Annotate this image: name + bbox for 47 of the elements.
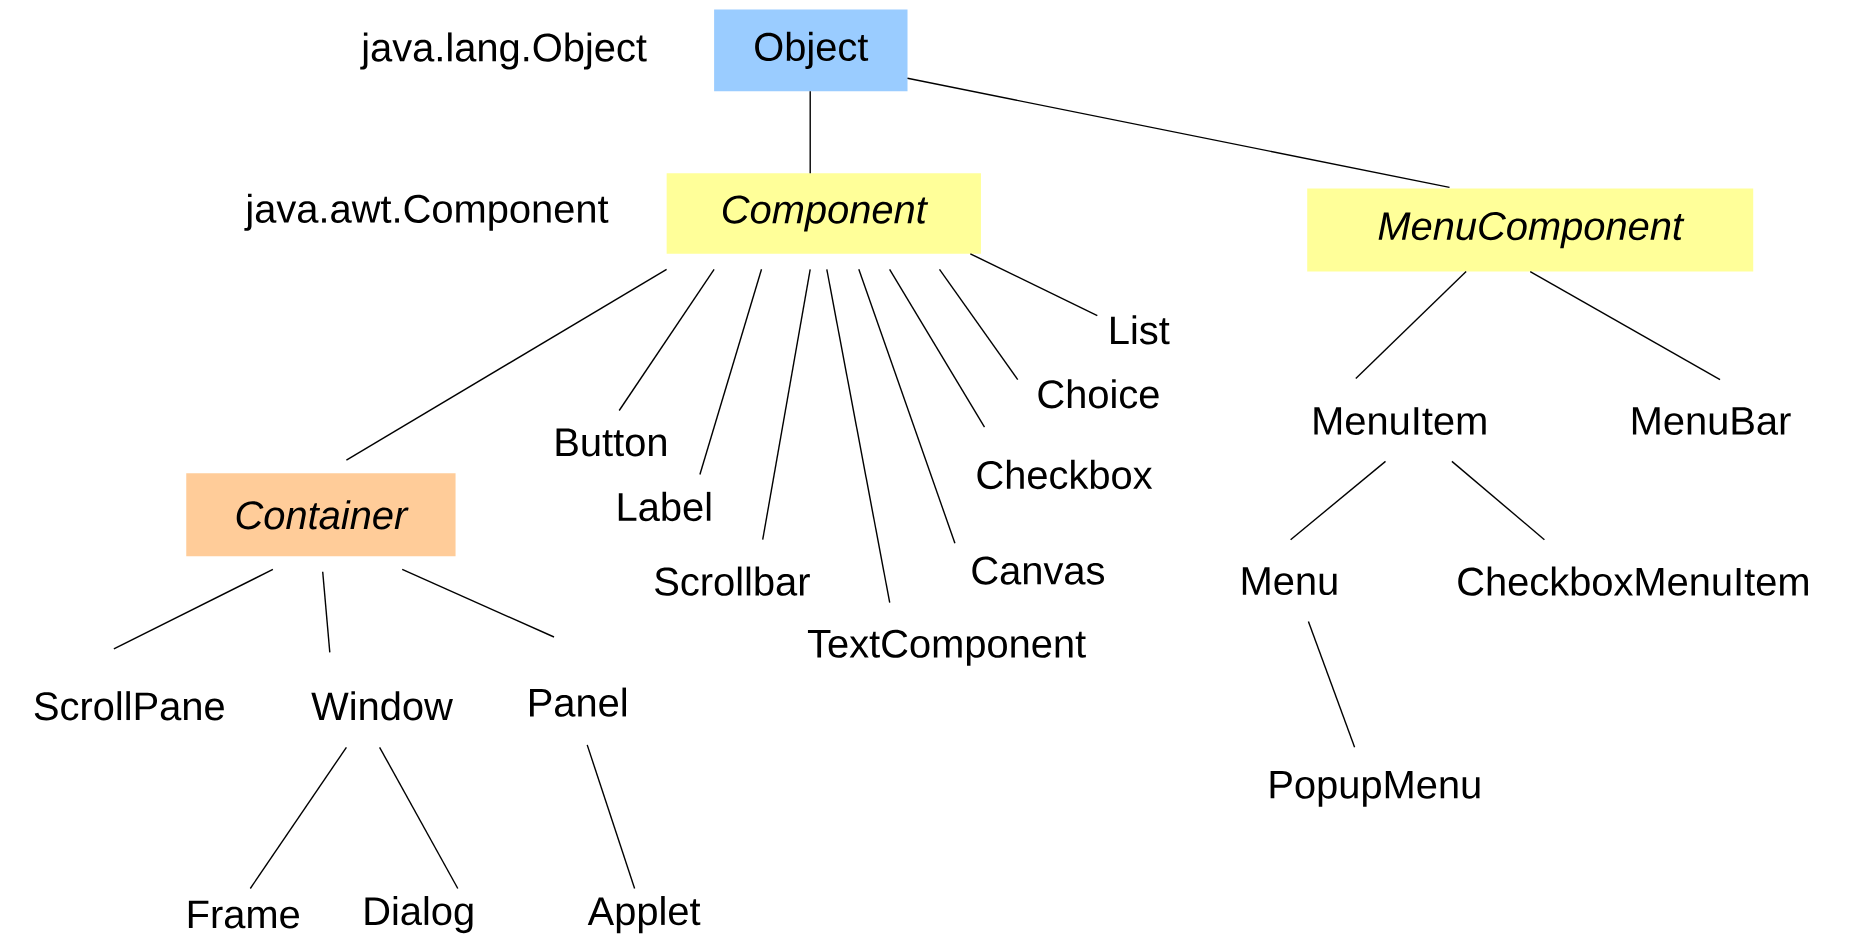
class-label: TextComponent bbox=[807, 629, 1086, 666]
connector-line bbox=[699, 268, 763, 476]
connector-line bbox=[938, 268, 1019, 381]
connector-line bbox=[906, 77, 1451, 189]
class-label: CheckboxMenuItem bbox=[1458, 566, 1808, 596]
class-label: Frame bbox=[188, 900, 299, 929]
class-label: List bbox=[1111, 315, 1170, 345]
connector-line bbox=[345, 268, 668, 461]
class-label: MenuItem bbox=[1314, 407, 1486, 435]
class-label: Choice bbox=[1038, 379, 1159, 409]
class-label: MenuBar bbox=[1632, 407, 1791, 435]
connector-line bbox=[1355, 270, 1467, 380]
connector-line bbox=[322, 571, 331, 654]
connector-line bbox=[1451, 460, 1546, 541]
class-box: Object bbox=[714, 9, 908, 92]
connector-line bbox=[809, 90, 811, 174]
class-label: Canvas bbox=[972, 556, 1104, 585]
class-label: ScrollPane bbox=[34, 691, 224, 721]
class-label: Panel bbox=[530, 687, 626, 717]
class-box: MenuComponent bbox=[1307, 188, 1754, 272]
connector-line bbox=[888, 268, 986, 428]
package-label: java.awt.Component bbox=[244, 193, 609, 231]
class-label: Window bbox=[311, 691, 453, 721]
connector-line bbox=[249, 746, 348, 890]
class-label: Checkbox bbox=[977, 459, 1153, 490]
class-label: Scrollbar bbox=[655, 566, 810, 596]
class-box: Component bbox=[666, 173, 981, 254]
class-box: Container bbox=[186, 473, 456, 557]
connector-line bbox=[1307, 620, 1356, 748]
connector-line bbox=[969, 253, 1098, 317]
connector-line bbox=[618, 268, 715, 412]
package-label: java.lang.Object bbox=[360, 32, 647, 70]
class-label: Dialog bbox=[365, 896, 473, 934]
connector-line bbox=[586, 744, 636, 890]
connector-line bbox=[378, 746, 459, 890]
connector-line bbox=[858, 268, 956, 544]
class-label: Menu bbox=[1242, 567, 1337, 596]
class-label: Label bbox=[618, 491, 711, 522]
class-label: Button bbox=[556, 428, 666, 457]
connector-line bbox=[762, 268, 811, 541]
connector-line bbox=[826, 268, 891, 604]
connector-line bbox=[1529, 270, 1721, 381]
class-label: Applet bbox=[587, 896, 701, 934]
class-label: PopupMenu bbox=[1270, 770, 1480, 807]
connector-line bbox=[401, 568, 555, 638]
connector-line bbox=[113, 568, 274, 650]
connector-line bbox=[1289, 460, 1387, 541]
